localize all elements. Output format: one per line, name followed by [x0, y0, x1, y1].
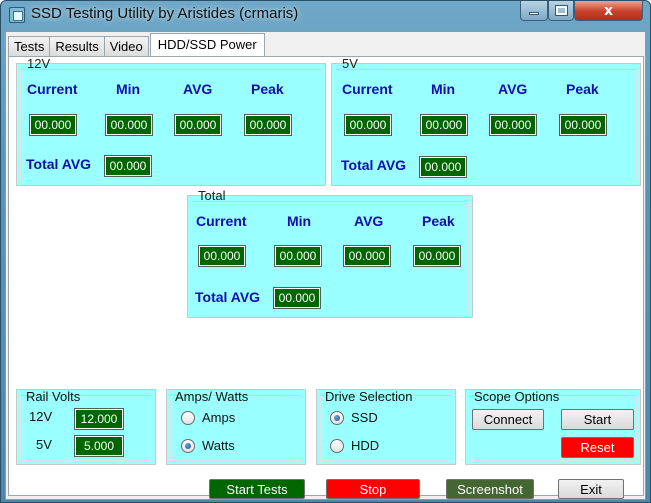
rail-volts-group: Rail Volts 12V 12.000 5V 5.000: [16, 389, 156, 465]
panel-total: Total Current Min AVG Peak 00.000 00.000…: [187, 189, 473, 318]
header-min: Min: [116, 81, 141, 97]
tab-results[interactable]: Results: [49, 36, 105, 56]
total-avg-label: Total AVG: [341, 157, 407, 173]
header-avg: AVG: [183, 81, 213, 97]
rail-volts-title: Rail Volts: [26, 389, 81, 404]
ssd-label[interactable]: SSD: [351, 410, 378, 425]
value-current: 00.000: [344, 114, 392, 136]
value-min: 00.000: [105, 114, 153, 136]
panel-5v: 5V Current Min AVG Peak 00.000 00.000 00…: [331, 57, 641, 186]
exit-button[interactable]: Exit: [558, 479, 624, 499]
value-avg: 00.000: [174, 114, 222, 136]
tab-strip: Tests Results Video HDD/SSD Power: [8, 33, 265, 56]
minimize-button[interactable]: [520, 1, 548, 21]
ssd-radio[interactable]: [330, 411, 344, 425]
header-avg: AVG: [354, 213, 384, 229]
tab-tests[interactable]: Tests: [8, 36, 51, 56]
close-button[interactable]: x: [574, 1, 643, 21]
screenshot-button[interactable]: Screenshot: [446, 479, 534, 499]
connect-button[interactable]: Connect: [472, 409, 544, 430]
panel-12v-title: 12V: [27, 56, 51, 71]
maximize-icon: [554, 5, 568, 16]
tab-page-power: 12V Current Min AVG Peak 00.000 00.000 0…: [8, 56, 644, 496]
header-current: Current: [196, 213, 247, 229]
value-avg: 00.000: [489, 114, 537, 136]
window-title: SSD Testing Utility by Aristides (crmari…: [31, 5, 299, 22]
drive-selection-title: Drive Selection: [325, 389, 413, 404]
rail-5v-value: 5.000: [74, 435, 124, 457]
value-min: 00.000: [420, 114, 468, 136]
hdd-label[interactable]: HDD: [351, 438, 380, 453]
value-current: 00.000: [198, 245, 246, 267]
total-avg-value: 00.000: [104, 155, 152, 177]
tab-hdd-ssd-power[interactable]: HDD/SSD Power: [149, 33, 265, 56]
value-peak: 00.000: [413, 245, 461, 267]
app-icon: [9, 7, 25, 23]
panel-5v-title: 5V: [342, 56, 358, 71]
maximize-button[interactable]: [548, 1, 574, 21]
watts-label[interactable]: Watts: [202, 438, 235, 453]
rail-12v-label: 12V: [29, 409, 53, 424]
reset-button[interactable]: Reset: [561, 437, 634, 458]
total-avg-label: Total AVG: [26, 156, 92, 172]
amps-watts-title: Amps/ Watts: [175, 389, 249, 404]
title-bar[interactable]: SSD Testing Utility by Aristides (crmari…: [1, 1, 650, 31]
total-avg-value: 00.000: [273, 287, 321, 309]
header-current: Current: [342, 81, 393, 97]
hdd-radio[interactable]: [330, 439, 344, 453]
value-min: 00.000: [274, 245, 322, 267]
rail-5v-label: 5V: [36, 437, 52, 452]
header-peak: Peak: [566, 81, 599, 97]
header-peak: Peak: [251, 81, 284, 97]
amps-label[interactable]: Amps: [202, 410, 236, 425]
value-peak: 00.000: [559, 114, 607, 136]
total-avg-value: 00.000: [419, 156, 467, 178]
amps-radio[interactable]: [181, 411, 195, 425]
total-avg-label: Total AVG: [195, 289, 261, 305]
scope-start-button[interactable]: Start: [561, 409, 634, 430]
panel-total-title: Total: [198, 188, 226, 203]
header-min: Min: [287, 213, 312, 229]
scope-options-title: Scope Options: [474, 389, 560, 404]
amps-watts-group: Amps/ Watts Amps Watts: [166, 389, 306, 465]
rail-12v-value: 12.000: [74, 408, 124, 430]
watts-radio[interactable]: [181, 439, 195, 453]
header-min: Min: [431, 81, 456, 97]
header-peak: Peak: [422, 213, 455, 229]
drive-selection-group: Drive Selection SSD HDD: [316, 389, 456, 465]
stop-button[interactable]: Stop: [326, 479, 420, 499]
close-icon: x: [603, 2, 614, 19]
minimize-icon: [529, 12, 539, 15]
header-current: Current: [27, 81, 78, 97]
value-peak: 00.000: [244, 114, 292, 136]
tab-video[interactable]: Video: [103, 36, 149, 56]
panel-12v: 12V Current Min AVG Peak 00.000 00.000 0…: [16, 57, 326, 186]
scope-options-group: Scope Options Connect Start Reset: [465, 389, 641, 465]
client-area: Tests Results Video HDD/SSD Power 12V Cu…: [5, 31, 646, 500]
value-avg: 00.000: [343, 245, 391, 267]
value-current: 00.000: [29, 114, 77, 136]
header-avg: AVG: [498, 81, 528, 97]
start-tests-button[interactable]: Start Tests: [209, 479, 305, 499]
